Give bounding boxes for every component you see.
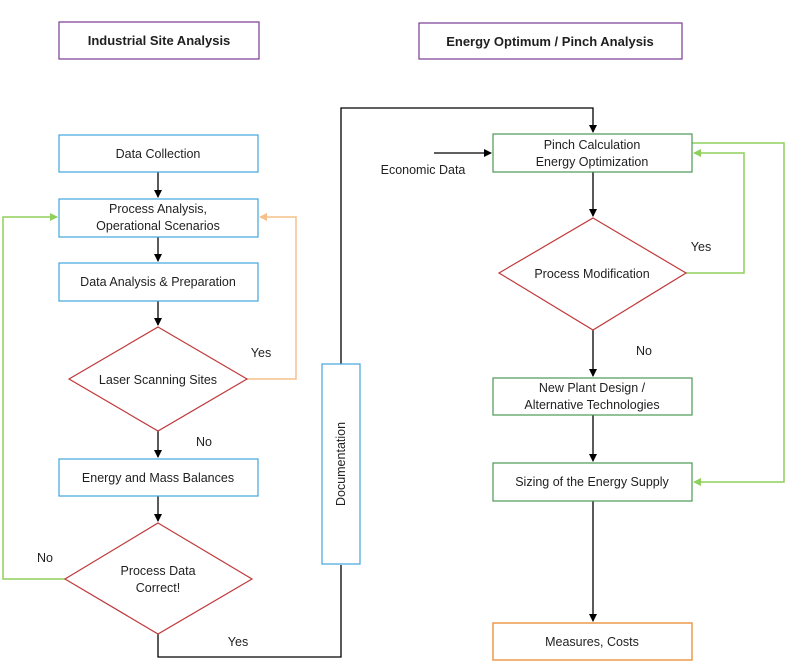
node-new-plant-design-line2: Alternative Technologies [524, 398, 659, 412]
node-data-analysis: Data Analysis & Preparation [58, 262, 259, 302]
edge-label-laser-yes: Yes [251, 346, 271, 360]
node-process-modification: Process Modification [497, 217, 688, 331]
node-measures-costs-label: Measures, Costs [545, 635, 639, 649]
header-right: Energy Optimum / Pinch Analysis [418, 22, 683, 60]
arrow-correct-no-loop [2, 213, 65, 580]
header-right-text: Energy Optimum / Pinch Analysis [446, 34, 654, 49]
node-documentation-label: Documentation [334, 422, 348, 506]
node-pinch-calculation-line2: Energy Optimization [536, 155, 649, 169]
node-process-analysis-line2: Operational Scenarios [96, 219, 220, 233]
edge-label-modification-yes: Yes [691, 240, 711, 254]
node-energy-mass-label: Energy and Mass Balances [82, 471, 234, 485]
node-new-plant-design: New Plant Design / Alternative Technolog… [492, 377, 693, 416]
edge-label-correct-yes: Yes [228, 635, 248, 649]
arrow-correct-yes-to-documentation [157, 565, 342, 658]
edge-label-laser-no: No [196, 435, 212, 449]
node-process-modification-label: Process Modification [534, 267, 649, 281]
node-energy-mass: Energy and Mass Balances [58, 458, 259, 497]
node-sizing-energy-supply: Sizing of the Energy Supply [492, 462, 693, 502]
node-measures-costs: Measures, Costs [492, 622, 693, 661]
header-left: Industrial Site Analysis [58, 21, 260, 60]
node-sizing-energy-supply-label: Sizing of the Energy Supply [515, 475, 669, 489]
node-laser-scanning-label: Laser Scanning Sites [99, 373, 217, 387]
arrow-laser-yes-loop [247, 213, 297, 380]
edge-label-correct-no: No [37, 551, 53, 565]
node-process-data-correct-line1: Process Data [120, 564, 195, 578]
node-data-collection: Data Collection [58, 134, 259, 173]
arrow-modification-yes-loop [686, 149, 745, 274]
node-process-data-correct: Process Data Correct! [63, 522, 254, 635]
node-process-analysis: Process Analysis, Operational Scenarios [58, 198, 259, 238]
node-pinch-calculation: Pinch Calculation Energy Optimization [492, 133, 693, 173]
node-laser-scanning: Laser Scanning Sites [67, 326, 249, 432]
node-data-collection-label: Data Collection [116, 147, 201, 161]
arrow-pinch-sizing-loop [692, 142, 785, 486]
node-process-analysis-line1: Process Analysis, [109, 202, 207, 216]
node-data-analysis-label: Data Analysis & Preparation [80, 275, 236, 289]
edge-label-modification-no: No [636, 344, 652, 358]
arrow-documentation-to-pinch [340, 107, 597, 364]
economic-data-label: Economic Data [381, 163, 466, 177]
header-left-text: Industrial Site Analysis [88, 33, 231, 48]
node-documentation: Documentation [321, 363, 361, 565]
node-process-data-correct-line2: Correct! [136, 581, 180, 595]
node-pinch-calculation-line1: Pinch Calculation [544, 138, 641, 152]
node-new-plant-design-line1: New Plant Design / [539, 381, 646, 395]
